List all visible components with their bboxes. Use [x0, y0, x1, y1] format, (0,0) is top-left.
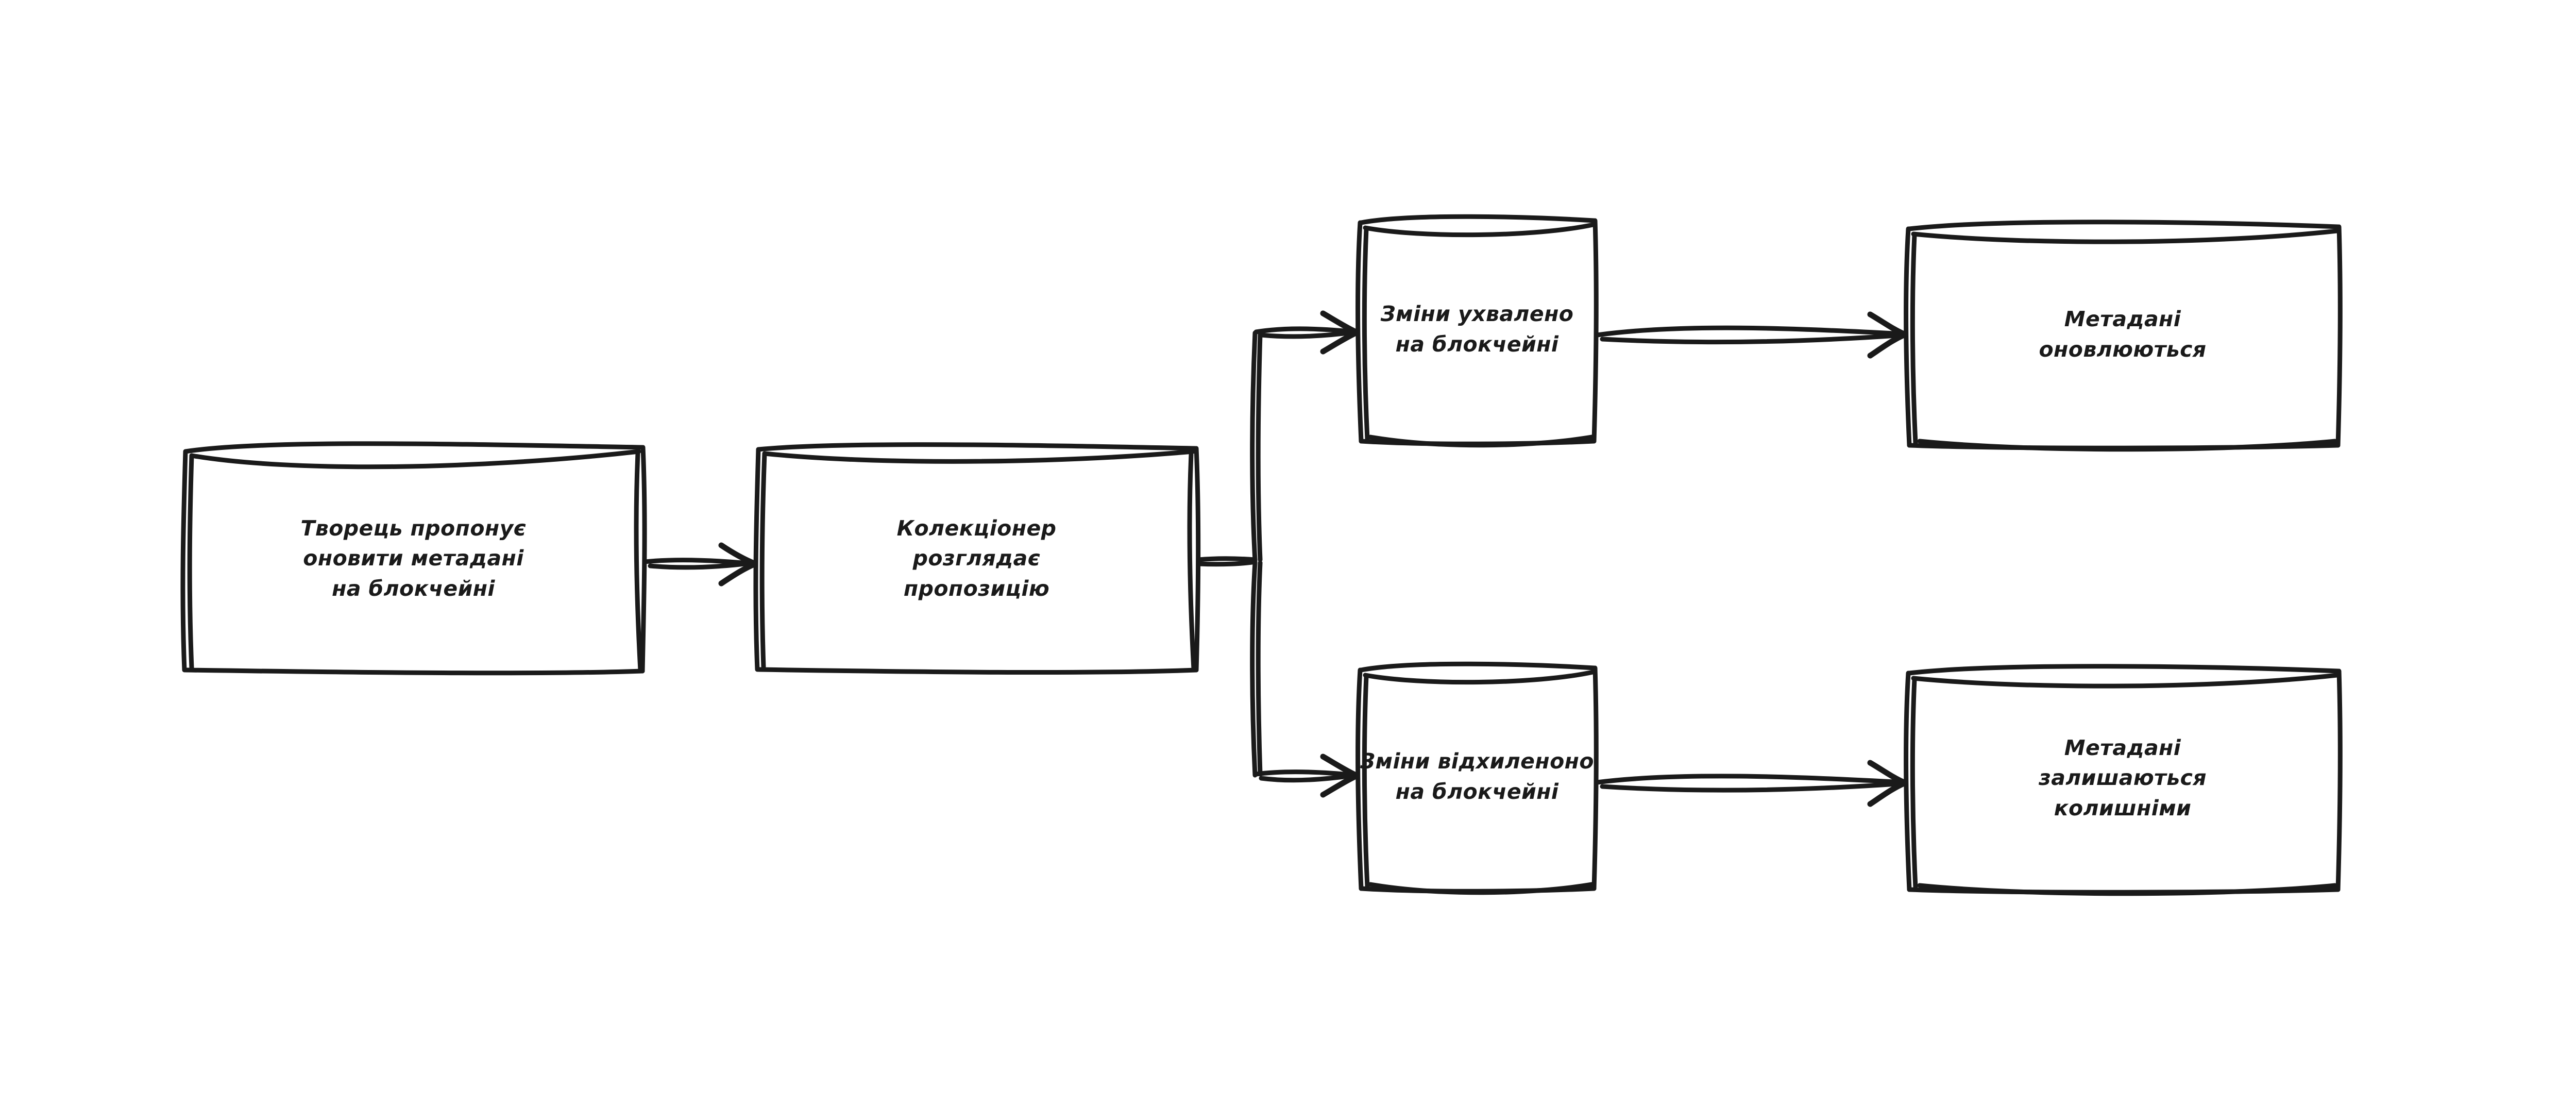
edge-branch-trunk [1196, 330, 1263, 778]
edge-collector-to-approved [1253, 310, 1360, 355]
node-metadata-updated-shape[interactable] [1904, 220, 2343, 452]
arrowhead-line [1867, 331, 1908, 359]
arrowhead-line [1320, 773, 1360, 798]
node-collector-reviews-shape[interactable] [753, 442, 1201, 675]
node-creator-proposes-shape[interactable] [180, 441, 647, 676]
node-metadata-unchanged-shape[interactable] [1904, 664, 2343, 896]
arrowhead-line [1320, 329, 1360, 355]
edge-rejected-to-unchanged [1595, 760, 1908, 807]
node-changes-approved-shape[interactable] [1355, 214, 1599, 448]
edge-creator-to-collector [642, 542, 758, 587]
edge-collector-to-rejected [1253, 754, 1360, 798]
edge-approved-to-updated [1595, 311, 1908, 359]
arrowhead-line [1867, 780, 1908, 807]
node-changes-rejected-shape[interactable] [1355, 661, 1599, 895]
arrowhead-line [718, 561, 758, 587]
